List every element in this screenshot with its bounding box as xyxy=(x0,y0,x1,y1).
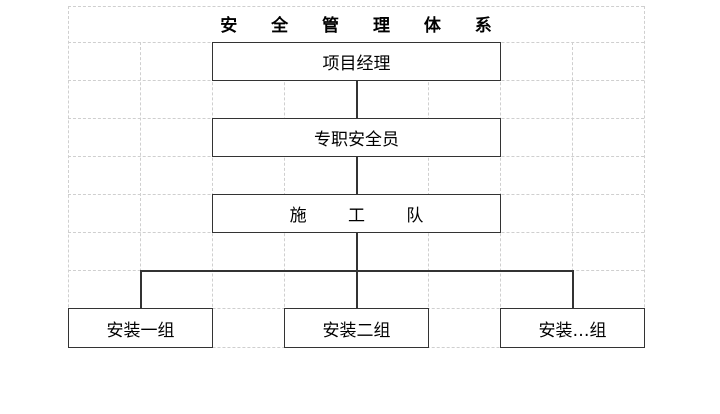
grid-line-v xyxy=(572,42,573,347)
connector-branch-left xyxy=(140,270,142,309)
node-safety-officer: 专职安全员 xyxy=(212,118,501,157)
grid-line-h xyxy=(68,6,644,7)
grid-line-v xyxy=(68,6,69,347)
node-project-manager: 项目经理 xyxy=(212,42,501,81)
node-install-group-2: 安装二组 xyxy=(284,308,429,348)
connector-branch-right xyxy=(572,270,574,309)
connector-third-down xyxy=(356,233,358,271)
connector-second-to-third xyxy=(356,157,358,195)
connector-branch-middle xyxy=(356,270,358,309)
grid-line-v xyxy=(140,42,141,347)
grid-line-v xyxy=(644,6,645,347)
diagram-title: 安 全 管 理 体 系 xyxy=(220,15,506,36)
node-install-group-n: 安装…组 xyxy=(500,308,645,348)
connector-top-to-second xyxy=(356,81,358,119)
node-install-group-1: 安装一组 xyxy=(68,308,213,348)
node-construction-team: 施 工 队 xyxy=(212,194,501,233)
